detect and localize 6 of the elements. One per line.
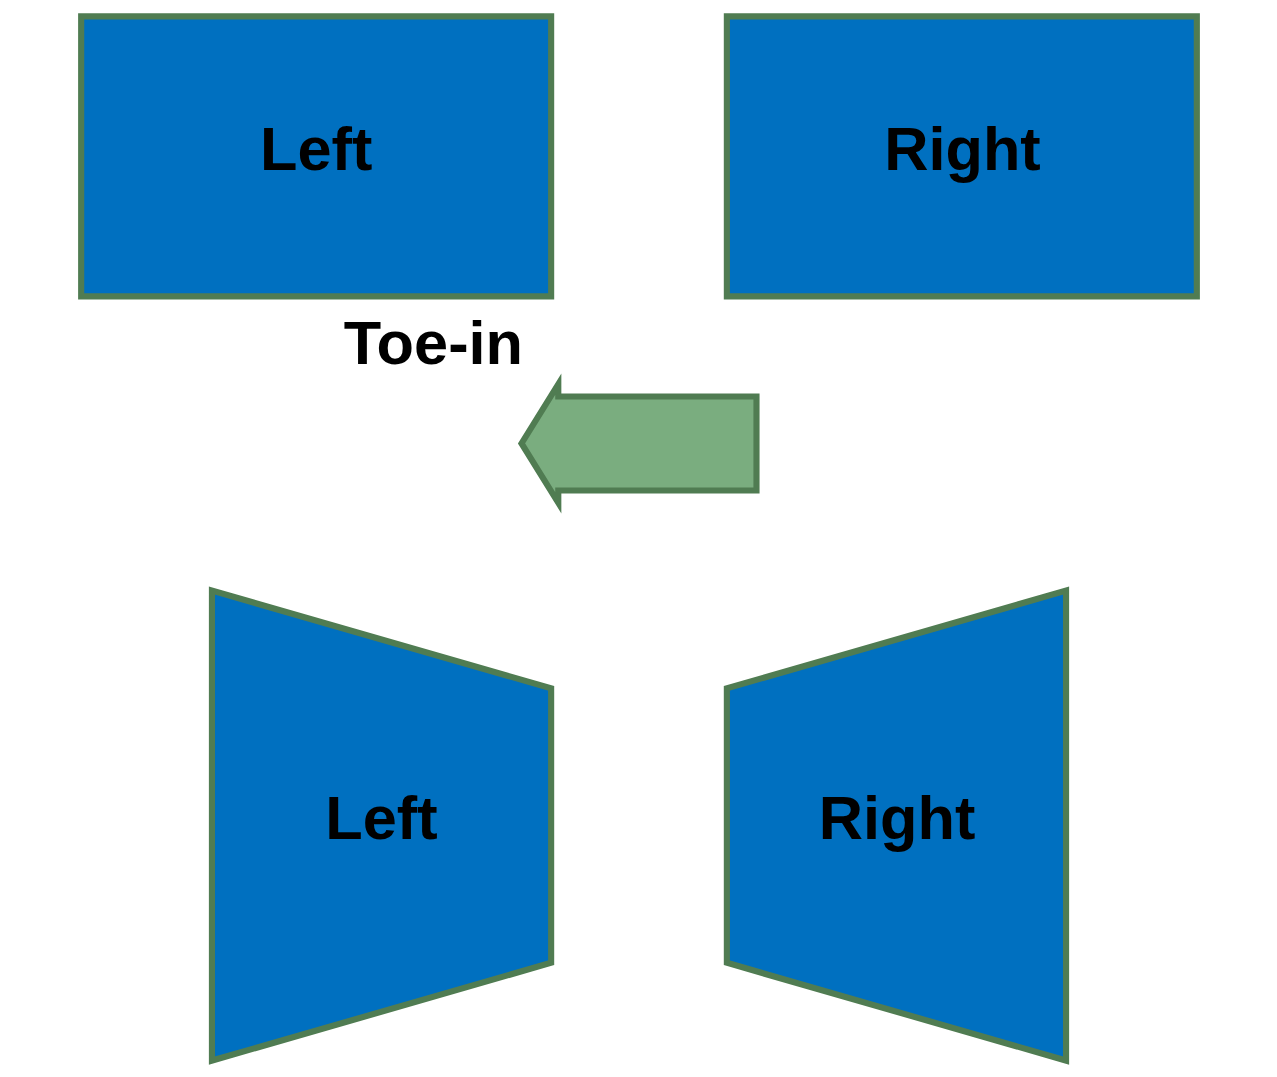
- node-box: Left: [208, 586, 554, 1065]
- node-box: Right: [723, 586, 1069, 1065]
- node-box: Left: [77, 13, 554, 300]
- node-box: Right: [723, 13, 1200, 300]
- node-arrow: [517, 373, 760, 514]
- node-label: Toe-in: [343, 308, 523, 377]
